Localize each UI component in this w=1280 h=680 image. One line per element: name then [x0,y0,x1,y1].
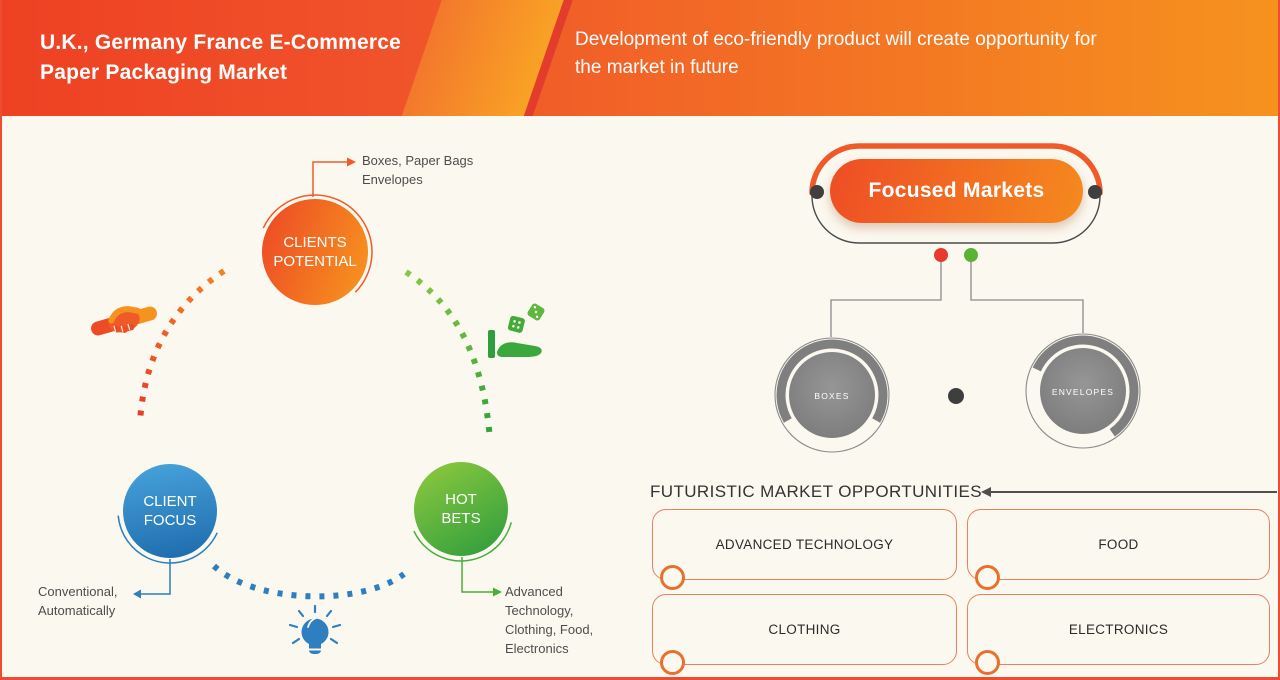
callout-line: Technology, [505,602,574,618]
callout-arrowhead-top [347,157,356,167]
center-dot [948,388,964,404]
callout-arrowhead-left [133,589,141,599]
pill-side-dot-right [1088,185,1102,199]
callout-connector-left [140,559,171,595]
futuristic-heading: FUTURISTIC MARKET OPPORTUNITIES [650,482,982,501]
connector-boxes [830,262,942,337]
callout-client-focus: Conventional, Automatically [38,583,118,621]
callout-hot-bets: Advanced Technology, Clothing, Food, Ele… [505,583,593,658]
node-label-line: BETS [441,510,481,527]
node-label-line: FOCUS [143,512,197,529]
red-dot [934,248,948,262]
focused-markets-label: Focused Markets [868,179,1045,202]
corner-ring-icon [975,650,1000,675]
dotted-arc-orange [137,268,226,423]
opportunity-label: ADVANCED TECHNOLOGY [715,537,894,552]
page-subtitle-line1: Development of eco-friendly product will… [575,29,1097,50]
boxes-circle-label: BOXES [814,391,849,401]
focused-markets-pill: Focused Markets [830,159,1083,223]
callout-line: Boxes, Paper Bags [362,153,474,168]
market-circle-envelopes: ENVELOPES [1025,333,1141,449]
page-title-line2: Paper Packaging Market [40,61,288,85]
node-label-line: POTENTIAL [273,253,357,270]
market-circle-boxes: BOXES [774,337,890,453]
callout-connector-top [312,161,348,197]
node-label-line: CLIENTS [283,233,347,251]
callout-connector-right [461,557,494,593]
page-subtitle: Development of eco-friendly product will… [575,26,1097,81]
corner-ring-icon [660,565,685,590]
opportunity-box-electronics: ELECTRONICS [967,594,1270,675]
callout-line: Envelopes [362,171,423,187]
lightbulb-icon [288,604,342,654]
dice-hand-icon [488,303,545,358]
opportunity-label: CLOTHING [768,622,841,637]
callout-arrowhead-right [493,587,502,597]
node-label-line: HOT [445,490,477,508]
page-subtitle-line2: the market in future [575,56,739,78]
header-banner: U.K., Germany France E-Commerce Paper Pa… [0,0,1280,116]
opportunity-label: FOOD [1098,537,1139,552]
corner-ring-icon [975,565,1000,590]
dotted-arc-blue [211,563,406,600]
corner-ring-icon [660,650,685,675]
callout-line: Clothing, Food, [505,621,594,637]
dotted-arc-green [404,269,493,441]
heading-arrowhead [981,487,991,497]
node-label-line: CLIENT [143,492,197,510]
page-title: U.K., Germany France E-Commerce Paper Pa… [40,28,401,89]
opportunity-label: ELECTRONICS [1068,622,1169,637]
connector-envelopes [970,262,1084,333]
opportunity-box-advanced-technology: ADVANCED TECHNOLOGY [652,509,957,590]
opportunity-box-food: FOOD [967,509,1270,590]
green-dot [964,248,978,262]
cycle-node-clients-potential: CLIENTS POTENTIAL [262,199,368,305]
envelopes-circle-label: ENVELOPES [1052,387,1114,397]
page-title-line1: U.K., Germany France E-Commerce [40,31,401,54]
callout-clients-potential: Boxes, Paper Bags Envelopes [362,152,473,190]
opportunity-box-clothing: CLOTHING [652,594,957,675]
handshake-icon [91,306,157,336]
cycle-node-client-focus: CLIENT FOCUS [123,464,217,558]
cycle-node-hot-bets: HOT BETS [414,462,508,556]
callout-line: Conventional, [38,584,118,599]
callout-line: Automatically [38,602,116,618]
callout-line: Electronics [505,640,569,656]
callout-line: Advanced [505,584,563,599]
pill-side-dot-left [810,185,824,199]
